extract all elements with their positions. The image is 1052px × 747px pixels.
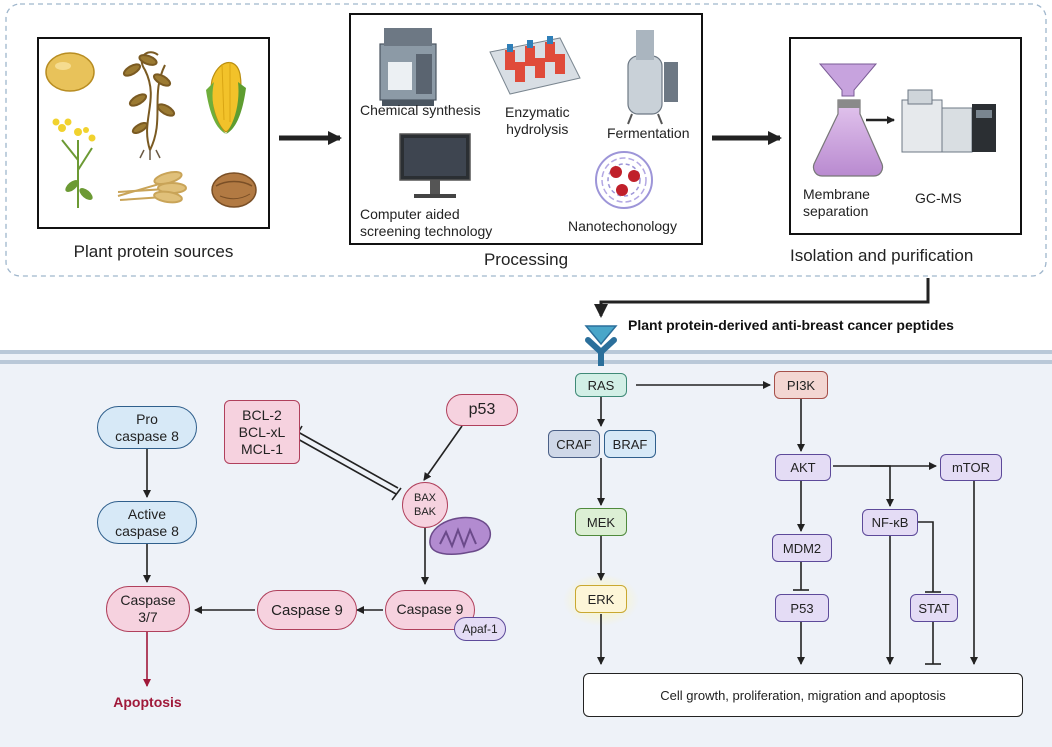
apaf-1-node: Apaf-1 (454, 617, 506, 641)
mtor-node: mTOR (940, 454, 1002, 481)
stat-node: STAT (910, 594, 958, 622)
braf-node: BRAF (604, 430, 656, 458)
outcome-box: Cell growth, proliferation, migration an… (583, 673, 1023, 717)
inhibit-nfkb-to-stat (918, 521, 934, 592)
peptides-label: Plant protein-derived anti-breast cancer… (628, 317, 954, 333)
fermentation-label: Fermentation (607, 125, 690, 141)
active-caspase-8-node: Active caspase 8 (97, 501, 197, 544)
nanoparticle-icon (595, 151, 653, 209)
sources-caption: Plant protein sources (73, 242, 234, 261)
caspase-3-7-node: Caspase 3/7 (106, 586, 190, 632)
fermenter-icon (627, 30, 678, 125)
inhibit-bcl-to-bax (295, 437, 397, 495)
corn-icon (206, 62, 246, 134)
p53-node: p53 (446, 394, 518, 426)
gc-ms-label: GC-MS (915, 190, 962, 206)
bioreactor-array-icon (489, 36, 581, 95)
pro-caspase-8-node: Pro caspase 8 (97, 406, 197, 449)
arrow-isolation-to-peptides (594, 278, 930, 318)
bax-bak-node: BAX BAK (402, 482, 448, 528)
caspase-9-apaf-node: Caspase 9 (385, 590, 475, 630)
soybean-icon (45, 52, 95, 92)
mitochondrion-icon (429, 516, 491, 555)
inhibit-bax-to-bcl (297, 431, 399, 489)
receptor-icon (584, 325, 618, 366)
apoptosis-label: Apoptosis (113, 694, 182, 710)
membrane-inner (0, 360, 1052, 364)
computer-aided-screening-label: Computer aided screening technology (360, 206, 493, 239)
craf-node: CRAF (548, 430, 600, 458)
caspase-9-node: Caspase 9 (257, 590, 357, 630)
arrow-p53-to-baxbak (423, 425, 463, 481)
chemical-synthesis-label: Chemical synthesis (360, 102, 481, 118)
mdm2-node: MDM2 (772, 534, 832, 562)
seaweed-icon (122, 51, 176, 160)
walnut-icon (211, 172, 257, 208)
synthesizer-icon (379, 28, 437, 106)
isolation-caption: Isolation and purification (790, 246, 974, 265)
mek-node: MEK (575, 508, 627, 536)
top-panel-frame (5, 3, 1047, 277)
gc-ms-instrument-icon (901, 89, 996, 153)
nf-kb-node: NF-κB (862, 509, 918, 536)
membrane-separation-label: Membrane separation (803, 186, 870, 219)
bcl-family-node: BCL-2 BCL-xL MCL-1 (224, 400, 300, 464)
pi3k-node: PI3K (774, 371, 828, 399)
wheat-icon (117, 170, 187, 204)
enzymatic-hydrolysis-label: Enzymatic hydrolysis (505, 104, 570, 137)
membrane-outer (0, 350, 1052, 354)
flask-icon (812, 63, 884, 177)
rapeseed-icon (52, 118, 96, 208)
computer-monitor-icon (399, 133, 471, 198)
nanotechnology-label: Nanotechonology (568, 218, 677, 234)
arrow-akt-to-nfkb (870, 465, 894, 507)
p53-signal-node: P53 (775, 594, 829, 622)
akt-node: AKT (775, 454, 831, 481)
processing-caption: Processing (483, 250, 569, 269)
ras-node: RAS (575, 373, 627, 397)
erk-node: ERK (575, 585, 627, 613)
